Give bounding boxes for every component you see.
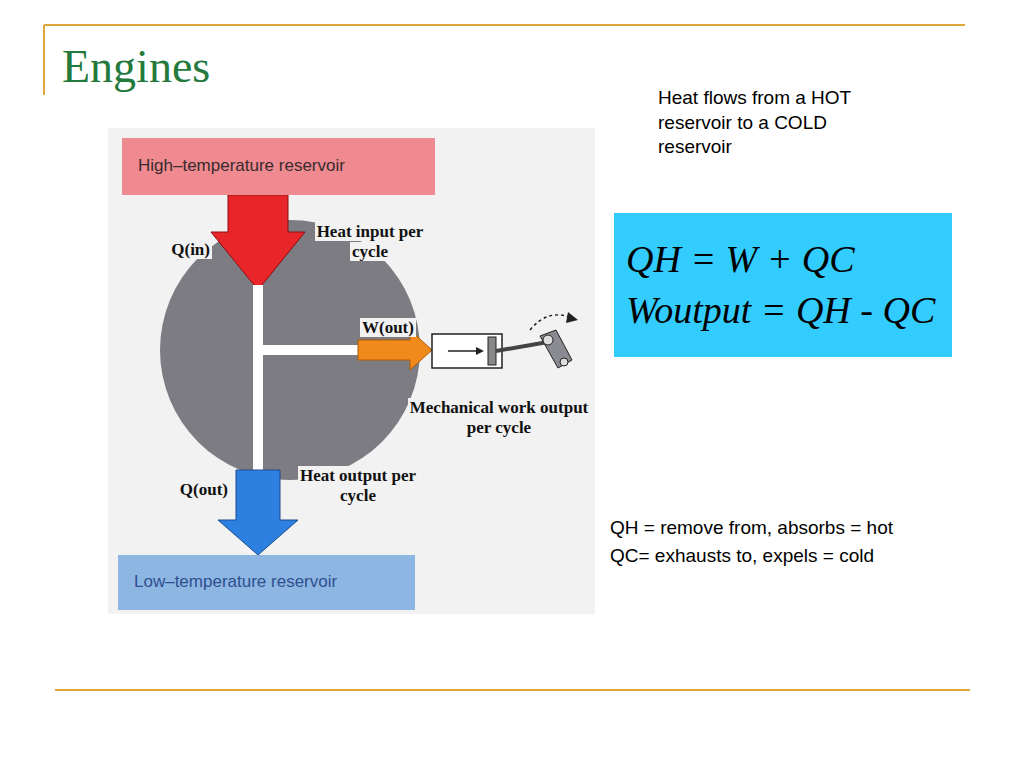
side-rule (43, 25, 45, 95)
heat-out-symbol-patch: Q(out) (178, 480, 230, 499)
work-label-patch: Mechanical work output per cycle (408, 398, 591, 437)
bottom-rule (55, 689, 970, 691)
work-symbol: W(out) (360, 318, 430, 338)
crank-pin (543, 335, 553, 345)
heat-out-label: Heat output per cycle (296, 466, 420, 505)
cold-reservoir-text: Low–temperature reservoir (134, 571, 337, 594)
heat-out-label-patch: Heat output per cycle (298, 466, 418, 505)
rotation-arc (530, 315, 572, 330)
cylinder-arrow-head (476, 347, 484, 355)
piston (488, 337, 496, 365)
heat-in-label: Heat input per cycle (314, 222, 426, 261)
connecting-rod (496, 342, 548, 351)
hot-reservoir-text: High–temperature reservoir (138, 155, 345, 178)
arrow-part (211, 195, 305, 290)
arrow-part (218, 470, 298, 555)
cylinder-arrow (448, 350, 476, 352)
note-text: Heat flows from a HOT reservoir to a COL… (658, 86, 893, 160)
hot-definition: QH = remove from, absorbs = hot (610, 517, 1010, 539)
cold-definition: QC= exhausts to, expels = cold (610, 545, 1010, 567)
crank-arm (540, 330, 572, 368)
slide-title: Engines (62, 40, 210, 93)
equation-box-text: Woutput = QH - QC (626, 285, 935, 336)
work-label: Mechanical work output per cycle (404, 398, 594, 437)
heat-in-symbol-patch: Q(in) (169, 240, 212, 259)
crank-axle (560, 358, 568, 366)
heat-out-symbol: Q(out) (150, 480, 230, 500)
flow-channel (253, 285, 263, 470)
work-channel (257, 345, 375, 355)
top-rule (44, 24, 965, 26)
rotation-arrow-head (566, 312, 578, 323)
figure-panel (108, 128, 595, 614)
heat-flow-arrow (211, 195, 305, 555)
equation-box: QH = W + QCWoutput = QH - QC (614, 213, 952, 357)
heat-in-symbol: Q(in) (140, 240, 212, 260)
equation-box-text: QH = W + QC (626, 234, 855, 285)
cylinder (432, 334, 502, 368)
work-symbol-patch: W(out) (360, 318, 416, 337)
hot-reservoir: High–temperature reservoir (122, 138, 435, 195)
cold-reservoir: Low–temperature reservoir (118, 555, 415, 610)
heat-in-label-patch: Heat input per cycle (315, 222, 426, 261)
